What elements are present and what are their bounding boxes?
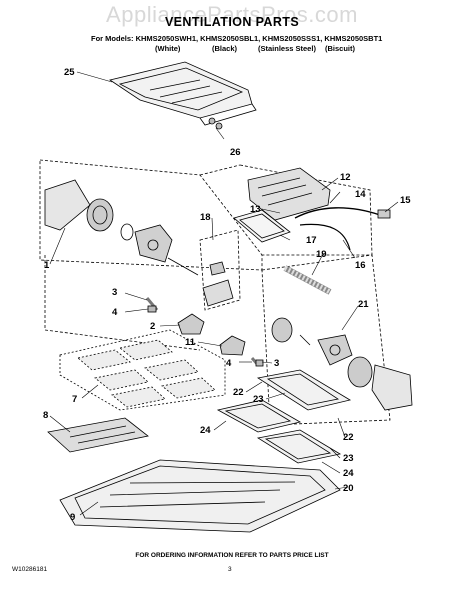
bracket-part-18 <box>199 229 241 311</box>
callout-12: 12 <box>340 172 351 183</box>
ordering-info-note: FOR ORDERING INFORMATION REFER TO PARTS … <box>135 552 329 559</box>
bottom-plate-part-9-20 <box>59 459 341 533</box>
callout-3b: 3 <box>274 358 279 369</box>
callout-21: 21 <box>358 299 369 310</box>
frame-parts-22-23-24 <box>216 369 352 464</box>
callout-4: 4 <box>112 307 118 318</box>
mount-part-11 <box>219 335 264 367</box>
color-biscuit: (Biscuit) <box>325 44 355 53</box>
document-number: W10286181 <box>12 566 48 573</box>
callout-24b: 24 <box>343 468 354 479</box>
callout-13: 13 <box>250 204 261 215</box>
callout-1: 1 <box>44 260 50 271</box>
watermark: AppliancePartsPros.com <box>106 2 358 27</box>
callout-3: 3 <box>112 287 117 298</box>
callout-2: 2 <box>150 321 155 332</box>
callout-17: 17 <box>306 235 317 246</box>
callout-11: 11 <box>185 337 196 348</box>
color-white: (White) <box>155 44 181 53</box>
screw-part-26 <box>208 117 223 130</box>
callout-23b: 23 <box>343 453 354 464</box>
callout-9: 9 <box>70 512 75 523</box>
filter-grid-part-7 <box>59 329 226 411</box>
blower-assembly-part-1 <box>44 179 199 276</box>
callout-23: 23 <box>253 394 264 405</box>
color-stainless: (Stainless Steel) <box>258 44 316 53</box>
housing-part-12 <box>247 167 331 221</box>
callout-14: 14 <box>355 189 366 200</box>
models-line: For Models: KHMS2050SWH1, KHMS2050SBL1, … <box>91 34 383 43</box>
blower-assembly-part-21 <box>271 317 413 411</box>
callout-25: 25 <box>64 67 75 78</box>
callout-18: 18 <box>200 212 211 223</box>
mount-parts-2-3-4 <box>145 297 205 335</box>
page-title: VENTILATION PARTS <box>164 15 300 29</box>
vent-top-plate-part <box>109 61 257 126</box>
callout-16: 16 <box>355 260 366 271</box>
callout-4b: 4 <box>226 358 232 369</box>
shaft-part-19 <box>283 265 332 295</box>
gasket-part-13-17 <box>233 209 291 243</box>
wire-harness-part-14-15-16 <box>294 207 391 251</box>
callout-8: 8 <box>43 410 48 421</box>
callout-7: 7 <box>72 394 77 405</box>
callout-26: 26 <box>230 147 241 158</box>
rail-part-8 <box>47 417 149 453</box>
callout-15: 15 <box>400 195 411 206</box>
callout-20: 20 <box>343 483 354 494</box>
page-number: 3 <box>228 566 232 573</box>
callout-22: 22 <box>233 387 244 398</box>
callout-19: 19 <box>316 249 327 260</box>
callout-24: 24 <box>200 425 211 436</box>
color-black: (Black) <box>212 44 238 53</box>
callout-22b: 22 <box>343 432 354 443</box>
